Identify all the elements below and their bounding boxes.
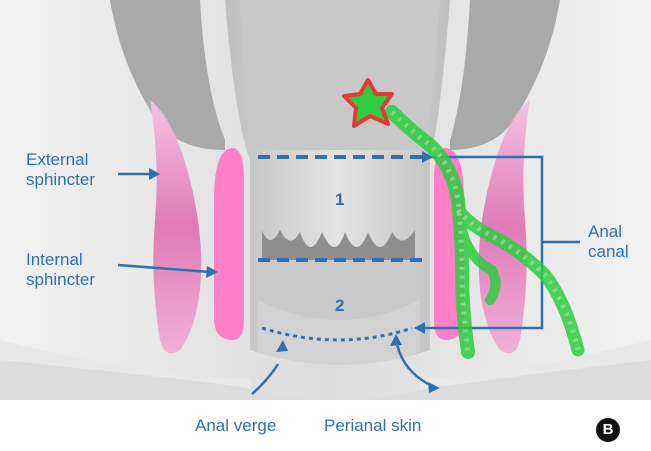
internal-sphincter-left: [214, 148, 244, 340]
zone-1-label: 1: [335, 190, 344, 210]
panel-label-badge: B: [596, 418, 620, 442]
zone-2-label: 2: [335, 296, 344, 316]
anal-canal-label: Anal canal: [588, 222, 629, 262]
perianal-skin-label: Perianal skin: [324, 416, 421, 436]
external-sphincter-label: External sphincter: [26, 150, 95, 190]
internal-sphincter-label: Internal sphincter: [26, 250, 95, 290]
anal-verge-label: Anal verge: [195, 416, 276, 436]
